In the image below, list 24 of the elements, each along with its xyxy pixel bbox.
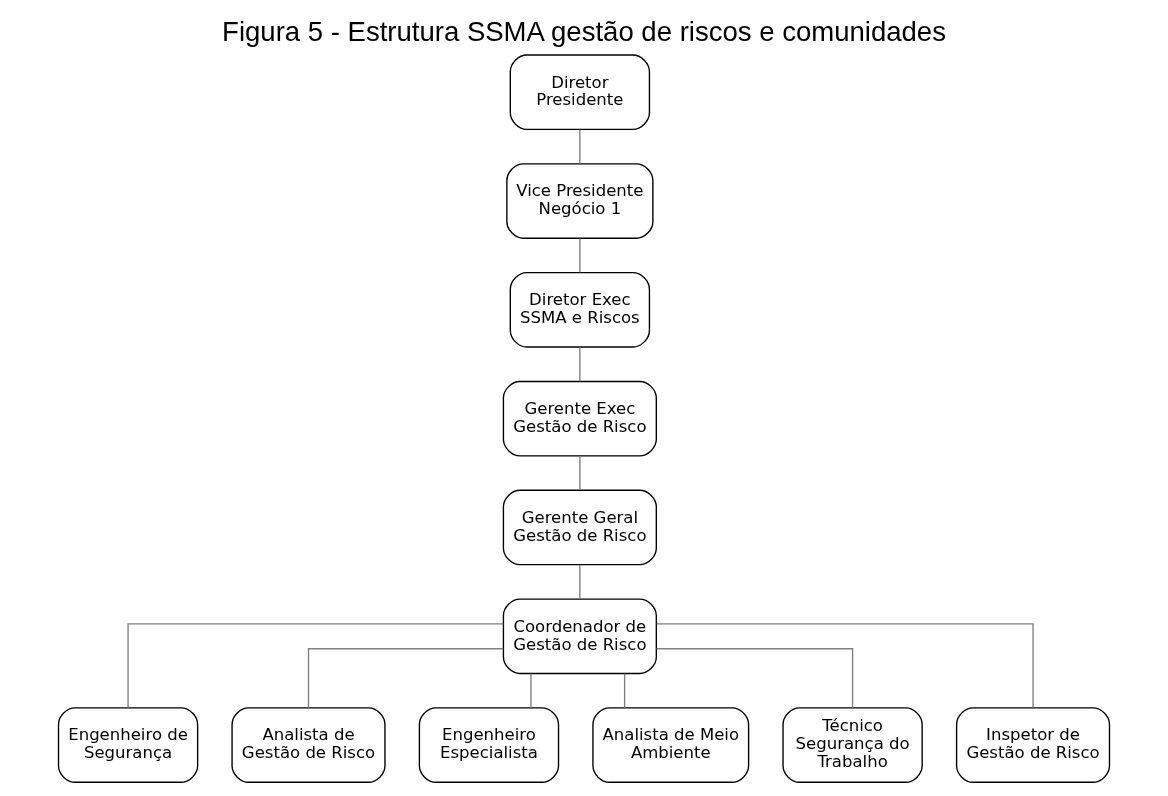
connector bbox=[579, 564, 581, 600]
connector bbox=[656, 623, 1034, 709]
connector bbox=[127, 623, 504, 709]
node-box: Analista de Meio Ambiente bbox=[592, 707, 750, 783]
node-box: Técnico Segurança do Trabalho bbox=[782, 707, 923, 783]
node-box: Inspetor de Gestão de Risco bbox=[955, 707, 1111, 783]
node-box: Analista de Gestão de Risco bbox=[231, 707, 386, 783]
node-box: Coordenador de Gestão de Risco bbox=[502, 598, 657, 675]
connector bbox=[579, 237, 581, 273]
node-box: Engenheiro Especialista bbox=[418, 707, 560, 783]
connector bbox=[579, 346, 581, 382]
connector bbox=[579, 455, 581, 491]
node-box: Gerente Geral Gestão de Risco bbox=[502, 489, 657, 566]
diagram-title: Figura 5 - Estrutura SSMA gestão de riscos e comunidades bbox=[222, 16, 946, 48]
connector bbox=[307, 648, 504, 709]
node-box: Gerente Exec Gestão de Risco bbox=[502, 380, 657, 457]
connector bbox=[655, 648, 854, 709]
node-box: Diretor Exec SSMA e Riscos bbox=[509, 271, 651, 348]
connector bbox=[530, 673, 532, 709]
connector bbox=[623, 673, 626, 709]
node-box: Diretor Presidente bbox=[509, 54, 651, 131]
node-box: Engenheiro de Segurança bbox=[57, 707, 199, 783]
node-box: Vice Presidente Negócio 1 bbox=[506, 163, 654, 239]
connector bbox=[579, 128, 581, 165]
